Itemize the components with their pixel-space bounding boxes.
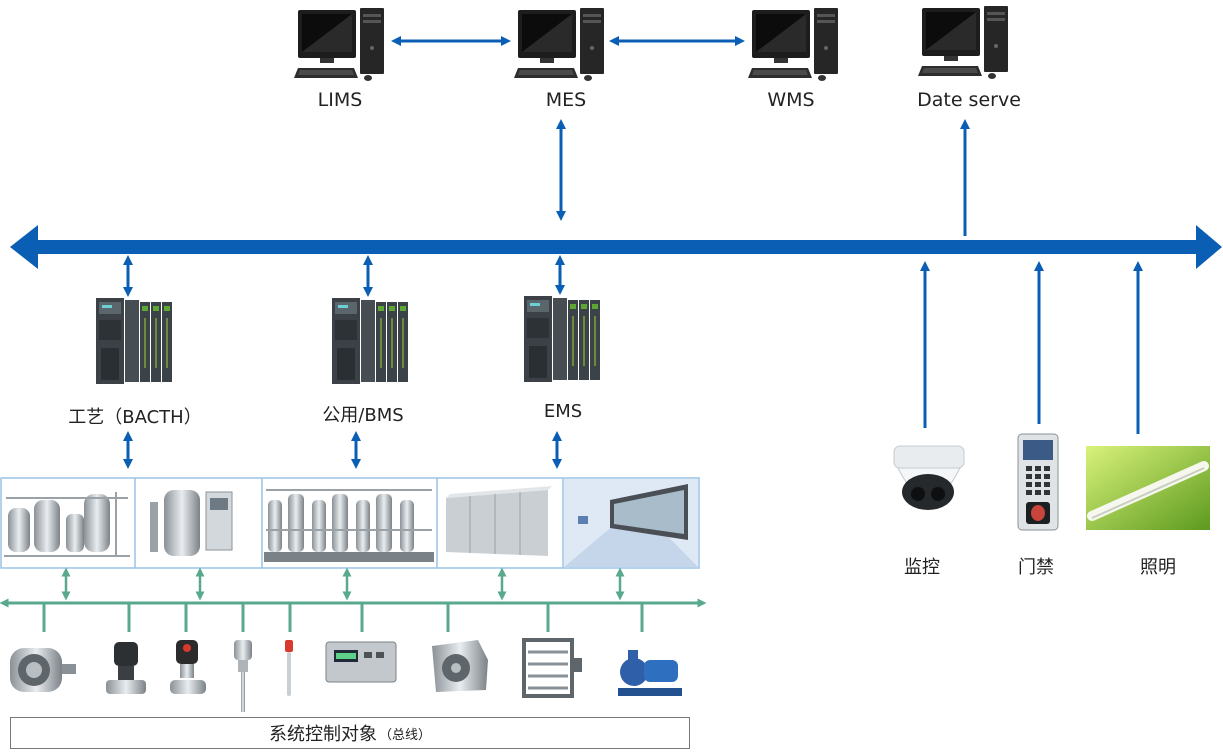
water-pump-icon xyxy=(618,650,682,696)
diaphragm-valve-icon xyxy=(106,642,146,694)
controller-label-batch: 工艺（BACTH） xyxy=(68,407,202,428)
plc-controller-batch xyxy=(95,297,173,385)
display-controller-icon xyxy=(325,641,397,683)
system-control-objects-box: 系统控制对象（总线） xyxy=(10,717,690,749)
server-label-lims: LIMS xyxy=(317,89,363,111)
server-label-mes: MES xyxy=(545,89,587,111)
server-pc-wms xyxy=(748,8,838,81)
fingerprint-access-terminal-icon xyxy=(1017,433,1059,531)
led-tube-light-icon xyxy=(1086,446,1210,530)
temperature-probe-icon xyxy=(234,640,252,712)
equipment-photo-strip xyxy=(0,477,700,569)
plc-controller-bms xyxy=(331,297,409,385)
centrifugal-fan-icon xyxy=(432,640,488,692)
process-tanks-image xyxy=(4,492,130,557)
server-pc-lims xyxy=(294,8,384,81)
ph-electrode-icon xyxy=(285,640,293,696)
water-purification-image xyxy=(264,489,434,562)
server-pc-data xyxy=(918,6,1008,79)
footer-note: （总线） xyxy=(378,727,431,743)
air-damper-icon xyxy=(522,638,582,698)
pressure-sensor-icon xyxy=(170,640,206,694)
subsystem-label-lighting: 照明 xyxy=(1140,557,1176,578)
air-handling-unit-image xyxy=(446,486,552,556)
plc-controller-ems xyxy=(523,295,601,383)
clean-room-corridor-image xyxy=(564,479,698,567)
fermenter-image xyxy=(150,490,233,556)
server-pc-mes xyxy=(514,8,604,81)
controller-label-ems: EMS xyxy=(543,401,583,422)
dome-camera-icon xyxy=(893,445,965,510)
server-label-data-serve: Date serve xyxy=(917,89,1021,111)
main-bus-arrow xyxy=(10,225,1222,269)
controller-label-bms: 公用/BMS xyxy=(322,405,404,426)
footer-label: 系统控制对象 xyxy=(268,724,377,745)
subsystem-label-monitoring: 监控 xyxy=(904,557,940,578)
field-bus-drops xyxy=(42,603,644,632)
subsystem-label-access-control: 门禁 xyxy=(1018,557,1054,578)
server-label-wms: WMS xyxy=(767,89,815,111)
motor-icon xyxy=(10,648,76,692)
